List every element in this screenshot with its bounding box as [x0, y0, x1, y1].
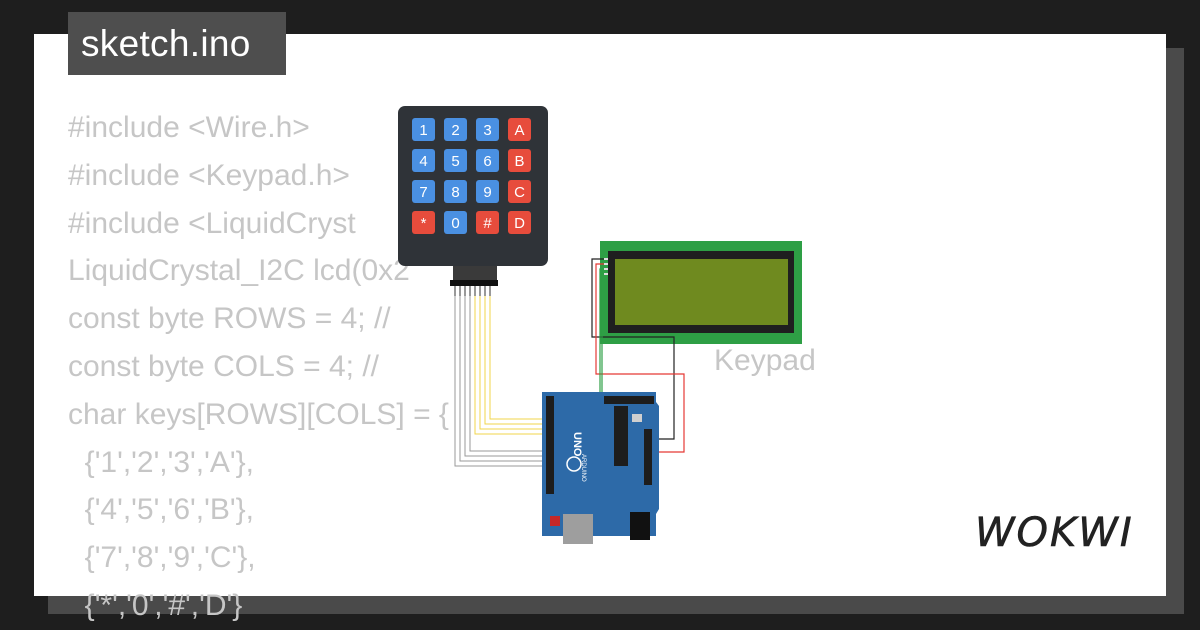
keypad-component[interactable]: 1 2 3 A 4 5 6 B 7 8 9 C * 0 # D	[398, 106, 548, 296]
code-line: {'*','0','#','D'}	[68, 588, 243, 622]
keypad-key-label: D	[514, 215, 525, 232]
keypad-ribbon	[453, 266, 497, 280]
keypad-key[interactable]	[444, 118, 467, 141]
keypad-key-label: B	[514, 153, 524, 170]
keypad-key-label: A	[514, 122, 524, 139]
keypad-key-label: 2	[451, 122, 459, 139]
code-line: char keys[ROWS][COLS] = {	[68, 397, 449, 431]
keypad-key[interactable]	[508, 180, 531, 203]
keypad-key[interactable]	[412, 118, 435, 141]
code-editor: #include <Wire.h> #include <Keypad.h> #inc…	[68, 104, 449, 630]
keypad-key[interactable]	[508, 211, 531, 234]
arduino-chip	[614, 406, 628, 466]
arduino-header-right	[644, 429, 652, 485]
keypad-key[interactable]	[476, 118, 499, 141]
keypad-key-label: 9	[483, 184, 491, 201]
code-line: const byte COLS = 4; //	[68, 349, 379, 383]
keypad-key[interactable]	[508, 149, 531, 172]
lcd-screen	[615, 259, 788, 325]
arduino-uno-label: UNO	[571, 432, 583, 457]
keypad-key-label: *	[421, 215, 427, 232]
keypad-key[interactable]	[476, 149, 499, 172]
arduino-power-jack	[630, 512, 650, 540]
arduino-logo-icon	[566, 456, 582, 472]
code-line: #include <Wire.h>	[68, 111, 310, 144]
keypad-key[interactable]	[444, 211, 467, 234]
lcd-component[interactable]	[600, 241, 802, 344]
circuit-diagram: 1 2 3 A 4 5 6 B 7 8 9 C * 0 # D	[398, 106, 802, 544]
arduino-usb-port	[563, 514, 593, 544]
keypad-key[interactable]	[444, 180, 467, 203]
wokwi-logo: WOKWI	[975, 510, 1134, 557]
preview-card: #include <Wire.h> #include <Keypad.h> #inc…	[34, 34, 1166, 622]
lcd-pins	[604, 258, 608, 275]
arduino-header-left	[546, 396, 554, 494]
keypad-key-label: 7	[419, 184, 427, 201]
keypad-pins	[454, 286, 491, 296]
keypad-connector	[450, 280, 498, 286]
code-line: LiquidCrystal_I2C lcd(0x2	[68, 254, 410, 288]
arduino-board[interactable]: UNO ARDUINO	[542, 392, 659, 544]
keypad-key-label: 8	[451, 184, 459, 201]
keypad-key[interactable]	[476, 180, 499, 203]
keypad-keys: 1 2 3 A 4 5 6 B 7 8 9 C * 0 # D	[412, 118, 531, 234]
keypad-key[interactable]	[476, 211, 499, 234]
keypad-wires	[454, 296, 548, 467]
code-line: {'1','2','3','A'},	[68, 445, 254, 479]
keypad-key-label: 1	[419, 122, 427, 139]
keypad-label: Keypad	[714, 344, 816, 377]
keypad-key-label: 6	[483, 153, 491, 170]
keypad-key[interactable]	[412, 149, 435, 172]
arduino-header-top	[604, 396, 654, 404]
keypad-key-label: #	[483, 215, 492, 232]
keypad-key[interactable]	[412, 180, 435, 203]
keypad-key[interactable]	[508, 118, 531, 141]
keypad-key-label: 5	[451, 153, 459, 170]
code-line: #include <LiquidCryst	[68, 206, 356, 240]
keypad-key-label: 4	[419, 153, 427, 170]
wokwi-logo-text: WOKWI	[975, 510, 1134, 556]
keypad-key[interactable]	[444, 149, 467, 172]
arduino-reset-button[interactable]	[550, 516, 560, 526]
code-line: {'4','5','6','B'},	[68, 493, 254, 527]
keypad-key[interactable]	[412, 211, 435, 234]
keypad-key-label: 0	[451, 215, 459, 232]
keypad-key-label: C	[514, 184, 525, 201]
code-line: const byte ROWS = 4; //	[68, 302, 391, 336]
code-line: {'7','8','9','C'},	[68, 541, 256, 575]
code-line: #include <Keypad.h>	[68, 158, 350, 192]
file-tab[interactable]: sketch.ino	[68, 12, 286, 75]
keypad-key-label: 3	[483, 122, 491, 139]
arduino-brand-label: ARDUINO	[580, 454, 586, 482]
